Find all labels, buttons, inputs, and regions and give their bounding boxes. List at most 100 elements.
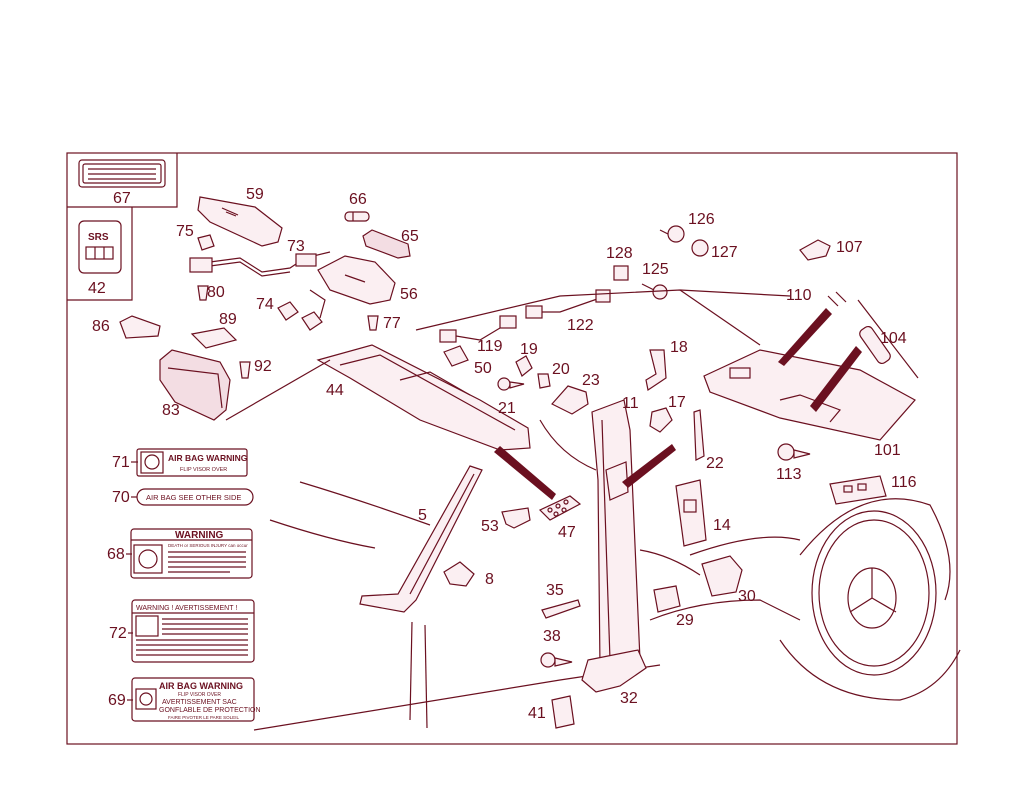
- part-53-bracket: 53: [481, 507, 531, 535]
- part-56-vanity-visor: 56: [309, 255, 418, 319]
- part-73-wiring: 73: [189, 238, 331, 277]
- part-65-lamp-lens: 65: [362, 228, 419, 259]
- callout-47: 47: [558, 524, 576, 541]
- label-71-sub: FLIP VISOR OVER: [180, 467, 227, 473]
- callout-86: 86: [92, 318, 110, 335]
- label-69-line1: FLIP VISOR OVER: [178, 692, 221, 698]
- callout-73: 73: [287, 238, 305, 255]
- label-69-line4: FAIRE PIVOTER LE PARE SOLEIL: [168, 715, 239, 720]
- label-68-title: WARNING: [175, 530, 224, 541]
- part-21-screw: 21: [497, 377, 525, 417]
- part-30-clip: 30: [701, 555, 756, 605]
- part-113-screw: 113: [776, 443, 811, 483]
- callout-77: 77: [383, 315, 401, 332]
- callout-14: 14: [713, 517, 731, 534]
- part-23-cover: 23: [551, 372, 600, 415]
- inset-box-42: SRS 42: [67, 207, 133, 301]
- srs-badge-text: SRS: [88, 232, 109, 243]
- callout-70: 70: [112, 489, 130, 506]
- part-14-belt-guide: 14: [675, 479, 731, 547]
- label-68-sub: DEATH or SERIOUS INJURY can occur: [168, 543, 248, 548]
- callout-23: 23: [582, 372, 600, 389]
- part-8-clip: 8: [443, 561, 494, 588]
- part-77-screw: 77: [367, 315, 401, 332]
- part-101-rear-trim: 101: [703, 349, 916, 459]
- callout-42: 42: [88, 280, 106, 297]
- wheel: [811, 510, 937, 676]
- part-29-clip: 29: [653, 585, 694, 629]
- part-66-bulb: 66: [344, 191, 370, 222]
- label-72: 72 WARNING ! AVERTISSEMENT !: [109, 599, 255, 663]
- part-119-handle: 119: [439, 315, 517, 355]
- callout-20: 20: [552, 361, 570, 378]
- part-89-bracket: 89: [190, 311, 238, 349]
- part-11-b-pillar-trim: 11: [591, 395, 676, 669]
- part-80-screw: 80: [197, 284, 225, 301]
- callout-8: 8: [485, 571, 494, 588]
- part-44-headliner: 44: [316, 344, 531, 451]
- part-110-marker: 110: [778, 287, 847, 366]
- callout-29: 29: [676, 612, 694, 629]
- callout-110: 110: [786, 287, 812, 304]
- callout-65: 65: [401, 228, 419, 245]
- part-104-cover: 104: [810, 325, 907, 412]
- callout-72: 72: [109, 625, 127, 642]
- part-122-handle: 122: [525, 289, 611, 334]
- part-41-clip: 41: [528, 695, 575, 729]
- part-127-cap: 127: [691, 239, 738, 261]
- part-75-clip: 75: [176, 223, 215, 251]
- airbag-warning-icon: [140, 451, 164, 474]
- callout-126: 126: [688, 211, 715, 228]
- callout-69: 69: [108, 692, 126, 709]
- part-86-hook: 86: [92, 315, 161, 339]
- part-20-clip: 20: [537, 361, 570, 389]
- part-128-clip: 128: [606, 245, 633, 281]
- label-69: 69 AIR BAG WARNING FLIP VISOR OVER AVERT…: [108, 677, 261, 722]
- callout-125: 125: [642, 261, 669, 278]
- part-83-mirror: 83: [159, 349, 231, 421]
- diagram-frame: [66, 152, 958, 745]
- callout-67: 67: [113, 190, 131, 207]
- callout-80: 80: [207, 284, 225, 301]
- srs-icon: [78, 220, 122, 274]
- part-18-bracket: 18: [645, 339, 688, 391]
- callout-53: 53: [481, 518, 499, 535]
- part-19-clip: 19: [515, 341, 538, 377]
- callout-38: 38: [543, 628, 561, 645]
- part-50-clip: 50: [443, 345, 492, 377]
- callout-32: 32: [620, 690, 638, 707]
- label-68: 68 WARNING DEATH or SERIOUS INJURY can o…: [107, 528, 253, 579]
- callout-56: 56: [400, 286, 418, 303]
- label-70-text: AIR BAG SEE OTHER SIDE: [146, 493, 241, 502]
- callout-68: 68: [107, 546, 125, 563]
- callout-22: 22: [706, 455, 724, 472]
- part-35-strip: 35: [541, 582, 581, 619]
- callout-30: 30: [738, 588, 756, 605]
- callout-66: 66: [349, 191, 367, 208]
- callout-41: 41: [528, 705, 546, 722]
- part-47-vent-grille: 47: [538, 495, 582, 541]
- part-59-sun-visor: 59: [197, 186, 283, 247]
- callout-21: 21: [498, 400, 516, 417]
- label-71-title: AIR BAG WARNING: [168, 453, 248, 463]
- callout-92: 92: [254, 358, 272, 375]
- callout-104: 104: [880, 330, 907, 347]
- callout-122: 122: [567, 317, 594, 334]
- label-69-title: AIR BAG WARNING: [159, 681, 243, 691]
- callout-75: 75: [176, 223, 194, 240]
- callout-18: 18: [670, 339, 688, 356]
- callout-101: 101: [874, 442, 901, 459]
- callout-50: 50: [474, 360, 492, 377]
- part-126-screw: 126: [659, 211, 715, 243]
- callout-128: 128: [606, 245, 633, 262]
- callout-83: 83: [162, 402, 180, 419]
- label-70: 70 AIR BAG SEE OTHER SIDE: [112, 488, 254, 506]
- label-72-title: WARNING ! AVERTISSEMENT !: [136, 605, 237, 612]
- part-32-lower-trim: 32: [581, 649, 647, 707]
- label-69-line3: GONFLABLE DE PROTECTION: [159, 707, 261, 714]
- callout-71: 71: [112, 454, 130, 471]
- inset-box-67: 67: [67, 153, 178, 208]
- callout-74: 74: [256, 296, 274, 313]
- part-125-screw: 125: [641, 261, 669, 300]
